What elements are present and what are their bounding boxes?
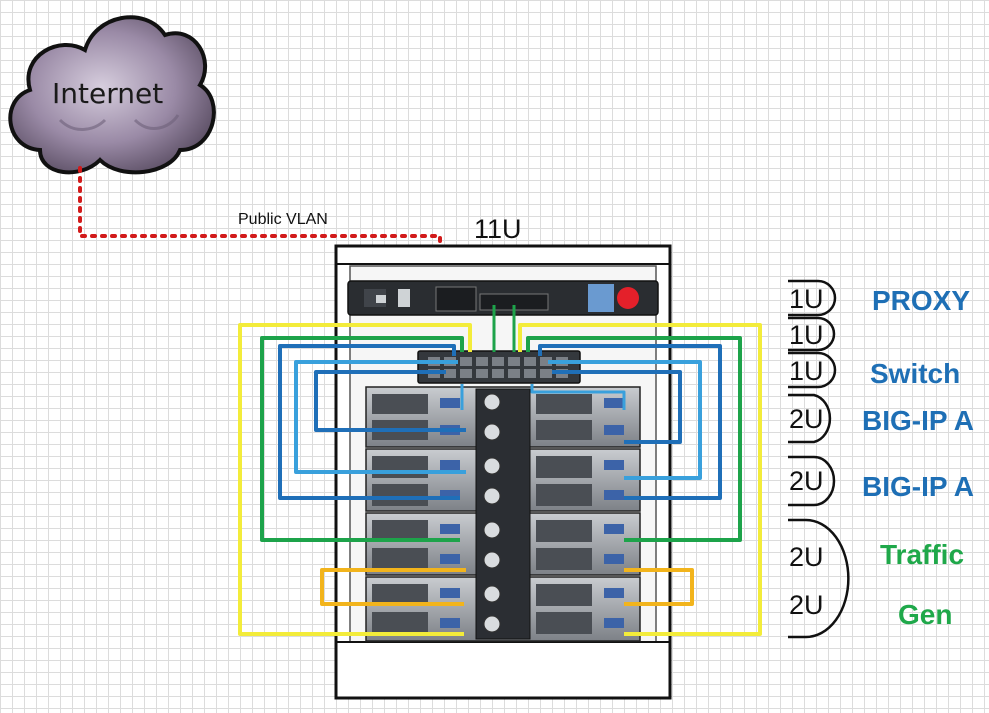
f5-logo-icon	[617, 287, 639, 309]
server-chassis-icon	[365, 386, 641, 642]
cloud-icon	[8, 15, 216, 175]
cable-orange-left	[320, 568, 466, 606]
unit-brackets	[788, 279, 850, 639]
cable-lightblue-left	[294, 360, 466, 474]
role-bigip-a: BIG-IP A	[862, 405, 974, 436]
role-gen: Gen	[898, 599, 952, 630]
cable-green-left	[260, 336, 464, 542]
unit-label: 1U	[789, 284, 824, 314]
unit-label: 2U	[789, 466, 824, 496]
unit-label: 1U	[789, 320, 824, 350]
rack-units-label: 11U	[474, 214, 522, 244]
role-proxy: PROXY	[872, 285, 970, 316]
cable-green-right	[526, 336, 742, 542]
cable-green-proxy	[492, 305, 516, 352]
cable-orange-right	[624, 568, 694, 606]
role-switch: Switch	[870, 358, 960, 389]
cable-lightblue-short	[460, 384, 626, 410]
unit-label: 2U	[789, 404, 824, 434]
network-switch	[417, 350, 581, 384]
cable-blue-outer-left	[278, 344, 460, 500]
cabling	[238, 305, 762, 636]
unit-label: 2U	[789, 542, 824, 572]
cable-lightblue-right	[548, 360, 702, 480]
role-bigip-a: BIG-IP A	[862, 471, 974, 502]
proxy-appliance	[347, 280, 659, 316]
cable-blue-inner-left	[314, 370, 466, 432]
role-traffic: Traffic	[880, 539, 964, 570]
public-vlan-label: Public VLAN	[238, 211, 328, 228]
cable-blue-outer-right	[538, 344, 722, 500]
cable-yellow-right	[518, 323, 762, 636]
unit-label: 2U	[789, 590, 824, 620]
cable-yellow-left	[238, 323, 472, 636]
unit-label: 1U	[789, 356, 824, 386]
internet-label: Internet	[52, 77, 163, 110]
cable-blue-inner-right	[552, 370, 682, 444]
